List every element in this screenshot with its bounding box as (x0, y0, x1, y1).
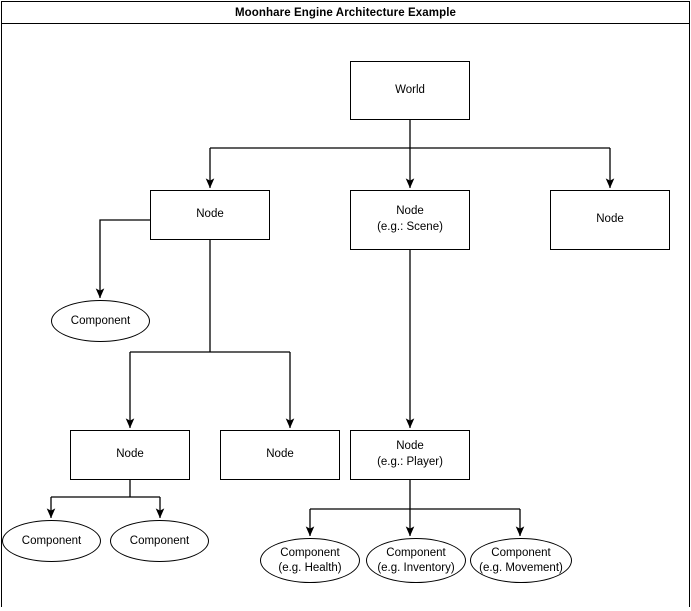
component-label: Component (386, 546, 446, 559)
component-label: Component (280, 546, 340, 559)
component-label: Component (129, 534, 190, 547)
node-world[interactable]: World (350, 61, 470, 120)
node-sublabel: (e.g.: Scene) (377, 221, 443, 233)
component-movement[interactable]: Component (e.g. Movement) (470, 538, 572, 583)
component-a[interactable]: Component (51, 300, 150, 342)
node-scene[interactable]: Node (e.g.: Scene) (350, 190, 470, 250)
component-label: Component (491, 546, 551, 559)
component-label: Component (70, 314, 131, 327)
component-inventory[interactable]: Component (e.g. Inventory) (366, 538, 466, 583)
component-sublabel: (e.g. Inventory) (377, 561, 455, 574)
title-bar: Moonhare Engine Architecture Example (2, 2, 689, 24)
component-label: Component (21, 534, 82, 547)
node-label: World (395, 83, 425, 96)
node-d[interactable]: Node (70, 430, 190, 480)
node-sublabel: (e.g.: Player) (377, 456, 443, 468)
node-label: Node (196, 208, 224, 221)
node-a[interactable]: Node (150, 190, 270, 240)
node-label: Node (266, 448, 294, 461)
component-sublabel: (e.g. Health) (278, 561, 342, 574)
node-label: Node (596, 213, 624, 226)
node-e[interactable]: Node (220, 430, 340, 480)
component-health[interactable]: Component (e.g. Health) (260, 538, 360, 583)
node-label: Node (396, 440, 424, 453)
component-c[interactable]: Component (110, 520, 209, 562)
component-b[interactable]: Component (2, 520, 101, 562)
node-label: Node (396, 205, 424, 218)
page-title: Moonhare Engine Architecture Example (234, 6, 457, 19)
component-sublabel: (e.g. Movement) (479, 561, 563, 574)
node-player[interactable]: Node (e.g.: Player) (350, 430, 470, 480)
node-c[interactable]: Node (550, 190, 670, 250)
node-label: Node (116, 448, 144, 461)
